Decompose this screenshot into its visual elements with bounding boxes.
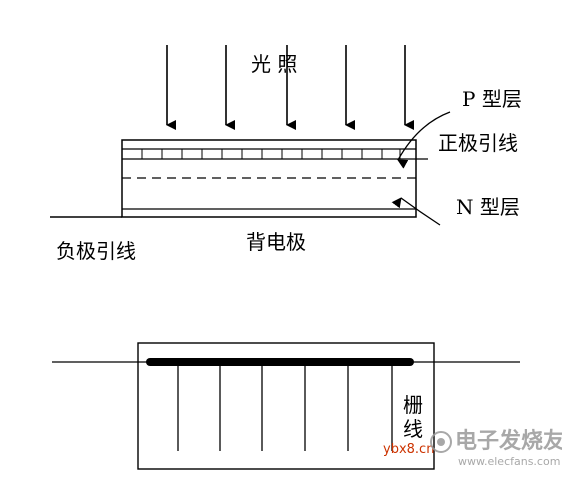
- back-electrode-label: 背电极: [246, 230, 306, 254]
- n-layer-label: N 型层: [456, 195, 520, 219]
- url-watermark: www.elecfans.com: [458, 455, 560, 468]
- p-layer-pointer: [397, 111, 451, 169]
- brand-logo: 电子发烧友 www.elecfans.com: [430, 428, 562, 468]
- grid-line-label-1: 栅: [403, 393, 423, 417]
- brand-watermark: 电子发烧友: [455, 428, 562, 454]
- n-layer-pointer: [391, 197, 441, 226]
- grid-contacts: [141, 149, 401, 159]
- grid-fingers: [177, 362, 393, 451]
- positive-lead-label: 正极引线: [438, 131, 518, 155]
- site-watermark: ybx8.cn: [383, 442, 434, 457]
- cell-outline: [121, 139, 417, 218]
- negative-lead-label: 负极引线: [56, 239, 136, 263]
- grid-line-label-2: 线: [403, 417, 423, 441]
- watermark: ybx8.cn 电子发烧友 www.elecfans.com: [383, 428, 562, 468]
- p-layer-label: P 型层: [462, 87, 522, 111]
- cell-top-view: 栅 线: [52, 342, 520, 470]
- cell-cross-section: [50, 139, 428, 218]
- light-label: 光 照: [251, 52, 297, 76]
- light-arrows: [166, 45, 414, 130]
